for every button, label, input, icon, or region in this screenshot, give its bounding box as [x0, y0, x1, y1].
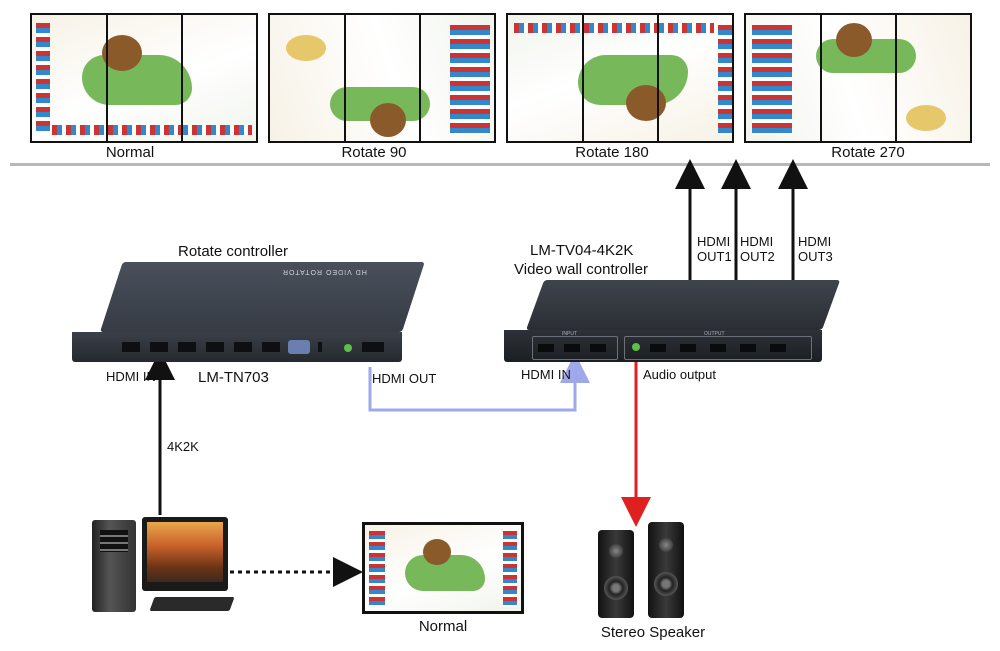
monitor-normal [362, 522, 524, 614]
icon-column [718, 25, 732, 135]
output-ports [650, 344, 800, 352]
monitor-landscape [147, 522, 223, 582]
pc-drive-bays [100, 530, 128, 552]
rotate-controller-model: LM-TN703 [198, 369, 269, 386]
audio-output-label: Audio output [643, 367, 717, 382]
speaker-right-icon [648, 522, 684, 618]
hdmi-out-port [362, 342, 384, 352]
link-hdmi-out-to-in [368, 353, 590, 412]
screen-rotate-270 [744, 13, 972, 143]
caption-rotate-90: Rotate 90 [341, 144, 407, 161]
video-wall-model: LM-TV04-4K2K [530, 242, 634, 259]
icon-column [450, 25, 490, 135]
output-panel [624, 336, 812, 360]
speaker-left-tweeter [609, 544, 623, 558]
caption-rotate-180: Rotate 180 [575, 144, 649, 161]
video-wall-device: INPUT OUTPUT [504, 280, 841, 362]
input-ports [538, 344, 610, 352]
video-wall-hdmi-in-label: HDMI IN [521, 367, 571, 382]
hdmi-out2-label: HDMI OUT2 [740, 234, 775, 264]
vga-port [288, 340, 310, 354]
audio-jack [632, 343, 640, 351]
rotate-controller-device: HD VIDEO ROTATOR [72, 262, 425, 362]
icon-row [52, 125, 252, 135]
device-top [526, 280, 841, 330]
keyboard-icon [149, 597, 235, 611]
character-head [626, 85, 666, 121]
caption-rotate-270: Rotate 270 [831, 144, 905, 161]
speaker-left-woofer [604, 576, 628, 600]
screen-rotate-90 [268, 13, 496, 143]
device-ports [122, 342, 322, 352]
speaker-right-tweeter [659, 538, 673, 552]
stereo-speakers [598, 522, 688, 622]
input-panel [532, 336, 618, 360]
speaker-right-woofer [654, 572, 678, 596]
character-head [370, 103, 406, 137]
audio-jack-green [344, 344, 352, 352]
character-head [102, 35, 142, 71]
icon-row [514, 23, 714, 33]
hdmi-out1-label: HDMI OUT1 [697, 234, 732, 264]
icon-column [36, 23, 50, 133]
caption-normal: Normal [105, 144, 155, 161]
monitor-caption: Normal [418, 618, 468, 635]
input-panel-label: INPUT [562, 331, 577, 337]
device-panel-label: HD VIDEO ROTATOR [282, 268, 367, 275]
screen-rotate-180 [506, 13, 734, 143]
teacup [906, 105, 946, 131]
device-top [100, 262, 425, 332]
icon-column [369, 531, 385, 607]
character-head [836, 23, 872, 57]
teacup [286, 35, 326, 61]
icon-column [752, 25, 792, 135]
output-panel-label: OUTPUT [704, 331, 725, 337]
character-head [423, 539, 451, 565]
rotate-hdmi-out-label: HDMI OUT [372, 371, 437, 386]
section-divider [10, 163, 990, 166]
rotate-controller-title: Rotate controller [178, 243, 289, 260]
signal-4k2k-label: 4K2K [167, 439, 199, 454]
video-wall-title: Video wall controller [514, 261, 648, 278]
hdmi-out3-label: HDMI OUT3 [798, 234, 833, 264]
desktop-pc [92, 515, 242, 615]
screen-normal [30, 13, 258, 143]
speaker-caption: Stereo Speaker [600, 624, 706, 641]
icon-column-right [503, 531, 517, 607]
rotate-hdmi-in-label: HDMI IN [106, 369, 156, 384]
